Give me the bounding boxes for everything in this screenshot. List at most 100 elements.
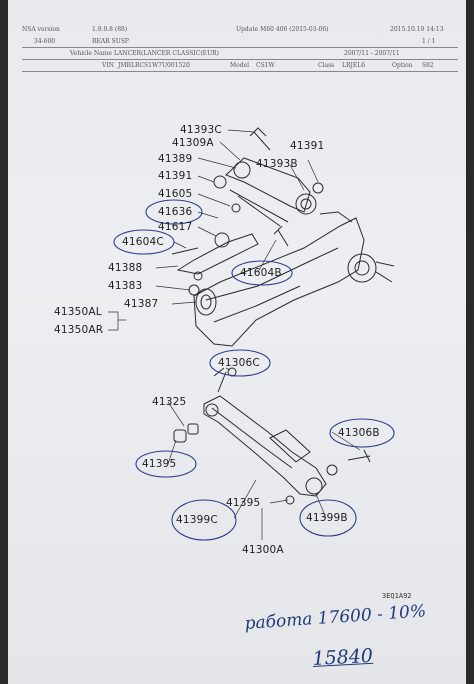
trailing-arm-part	[213, 285, 301, 323]
leader-line	[197, 175, 215, 183]
header-option-label: Option	[392, 62, 413, 69]
trailing-arm-part	[193, 217, 365, 347]
stud-part	[375, 261, 395, 283]
part-label-41350al: 41350AL	[54, 306, 102, 318]
leader-line	[108, 311, 126, 331]
lower-arm-part	[203, 395, 327, 497]
part-label-41399b: 41399B	[306, 512, 348, 524]
header-vehicle-label: Vehicle Name	[70, 50, 112, 57]
bolt-part	[273, 225, 289, 247]
nut-part	[326, 464, 338, 476]
nut-part	[213, 175, 227, 189]
part-label-41393b: 41393B	[256, 158, 298, 170]
pen-circle-41399b	[299, 499, 357, 537]
header-nsa-label: NSA version	[22, 26, 60, 33]
leader-line	[289, 164, 305, 191]
part-label-41395: 41395	[226, 497, 261, 509]
bushing-part	[200, 294, 212, 310]
bushing-part	[300, 198, 312, 210]
part-label-41391: 41391	[158, 170, 193, 182]
washer-part	[231, 203, 241, 213]
bushing-part	[187, 423, 199, 435]
leader-line	[257, 239, 277, 273]
part-label-41387: 41387	[124, 298, 159, 310]
part-label-41617: 41617	[158, 221, 193, 233]
bolt-part	[213, 367, 227, 393]
header-vin: JMBLRCS1W7U001520	[118, 62, 190, 69]
leader-line	[219, 141, 241, 161]
leader-line	[233, 479, 257, 519]
exploded-view-diagram	[108, 127, 395, 541]
header-vin-label: VIN	[102, 62, 114, 69]
bracket-part	[319, 211, 353, 223]
hub-part	[354, 260, 370, 276]
pen-circle-41604c	[113, 229, 175, 255]
header-group-code: 34-600	[34, 38, 56, 45]
toe-arm-part	[176, 233, 259, 275]
figure-code: 3EQ1A92	[382, 592, 412, 600]
pen-circle-41395	[135, 450, 197, 478]
leader-line	[197, 211, 219, 219]
leader-line	[197, 193, 231, 207]
part-label-41391: 41391	[290, 140, 325, 152]
trailing-arm-part	[205, 247, 339, 301]
leader-line	[307, 159, 319, 183]
lower-arm-part	[211, 407, 293, 469]
bushing-part	[305, 477, 323, 495]
leader-line	[269, 499, 289, 504]
bushing-part	[233, 161, 251, 179]
part-label-41636: 41636	[158, 206, 193, 218]
pen-circle-41306c	[209, 349, 271, 377]
part-label-41389: 41389	[158, 153, 193, 165]
washer-part	[193, 271, 203, 281]
part-label-41393c: 41393C	[180, 124, 222, 136]
pen-circle-41636	[145, 199, 203, 225]
bushing-part	[214, 232, 230, 248]
part-label-41604c: 41604C	[122, 236, 164, 248]
part-label-41306c: 41306C	[218, 357, 260, 369]
hub-part	[347, 253, 377, 283]
parts-catalog-page: NSA version 1.9.0.8 (88) Update M60 406 …	[8, 0, 466, 684]
header-class: LRJEL6	[342, 62, 366, 69]
header-section: REAR SUSP	[92, 38, 129, 45]
bolt-part	[171, 247, 199, 255]
bushing-part	[173, 429, 187, 443]
leader-line	[173, 241, 187, 249]
header-datetime: 2015.10.10 14:13	[390, 26, 444, 33]
leader-line	[155, 285, 191, 291]
bushing-part	[295, 193, 317, 215]
header-option: S82	[422, 62, 434, 69]
upper-arm-part	[229, 189, 289, 227]
part-label-41383: 41383	[108, 280, 143, 292]
leader-line	[225, 367, 231, 371]
header-class-label: Class	[318, 62, 335, 69]
part-label-41306b: 41306B	[338, 427, 380, 439]
part-label-41395: 41395	[142, 458, 177, 470]
handwritten-total: 15840	[312, 644, 374, 670]
pen-circle-41604b	[231, 260, 293, 286]
pen-circle-41306b	[329, 418, 395, 448]
header-version: 1.9.0.8 (88)	[92, 26, 128, 33]
leader-line	[155, 265, 179, 269]
bushing-part	[205, 403, 219, 417]
header-period: 2007/11 - 2007/11	[344, 50, 400, 57]
header-vehicle-name: LANCER(LANCER CLASSIC(EUR)	[114, 50, 219, 57]
part-label-41300a: 41300A	[242, 544, 284, 556]
bushing-part	[195, 288, 217, 316]
part-label-41604b: 41604B	[240, 267, 282, 279]
header-update: Update M60 406 (2015-03-06)	[236, 26, 329, 33]
part-label-41605: 41605	[158, 188, 193, 200]
leader-line	[167, 439, 177, 465]
bolt-part	[249, 127, 271, 151]
pen-circle-41399c	[171, 499, 237, 541]
leader-line	[171, 301, 197, 305]
part-label-41350ar: 41350AR	[54, 324, 104, 336]
header-page: 1 / 1	[422, 38, 436, 45]
header-model: CS1W	[256, 62, 275, 69]
leader-line	[197, 157, 237, 169]
header-divider	[22, 47, 458, 48]
header-divider	[22, 71, 458, 72]
leader-line	[167, 401, 185, 427]
upper-arm-part	[225, 157, 311, 213]
part-label-41309a: 41309A	[172, 137, 214, 149]
